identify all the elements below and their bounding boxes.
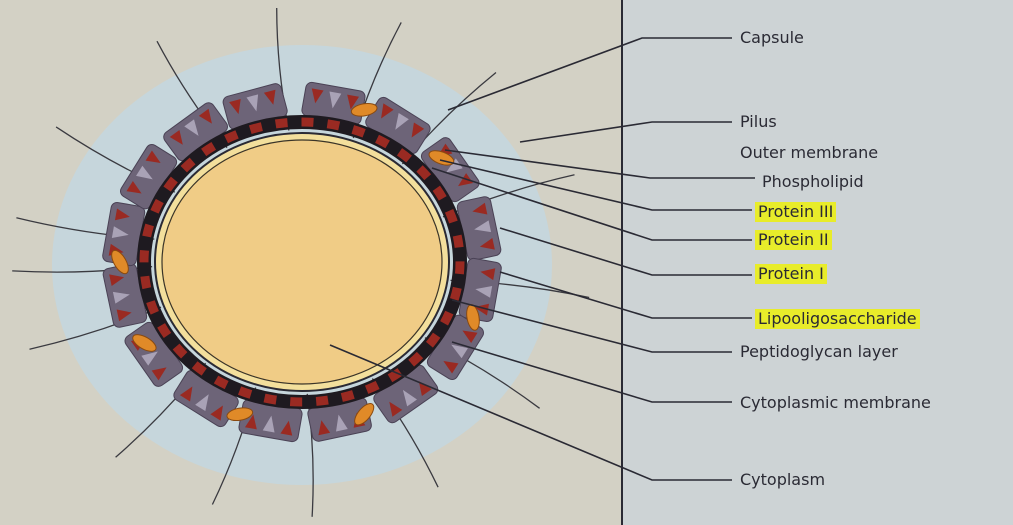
label-lipooligosaccharide: Lipooligosaccharide	[755, 309, 920, 329]
label-phospholipid: Phospholipid	[762, 172, 864, 191]
outer-membrane-protein-2	[365, 96, 431, 154]
pilus-base-4	[226, 407, 254, 422]
outer-membrane-protein-4	[456, 196, 502, 261]
pilus-7	[29, 306, 162, 350]
pilus-base-5	[132, 334, 157, 352]
leader-cytoplasmic-membrane	[451, 341, 732, 403]
leader-protein-ii	[431, 167, 752, 241]
phospholipid-ring	[139, 117, 465, 407]
leader-lipooligosaccharide	[499, 271, 752, 319]
outer-membrane-protein-15	[163, 102, 228, 162]
outer-membrane-protein-10	[173, 370, 239, 428]
label-protein-iii: Protein III	[755, 202, 837, 222]
leader-pilus	[519, 121, 732, 143]
cytoplasmic-membrane	[161, 139, 443, 385]
label-protein-ii: Protein II	[755, 230, 832, 250]
label-panel-background	[622, 0, 1013, 525]
outer-membrane-protein-9	[238, 399, 303, 443]
pilus-base-6	[111, 249, 129, 275]
leader-cytoplasm	[329, 344, 732, 481]
label-cytoplasmic-membrane: Cytoplasmic membrane	[740, 393, 931, 412]
label-cytoplasm: Cytoplasm	[740, 470, 826, 489]
label-protein-i: Protein I	[755, 264, 827, 284]
leader-protein-iii	[439, 159, 752, 211]
label-peptidoglycan-layer: Peptidoglycan layer	[740, 342, 898, 361]
leader-capsule	[447, 37, 732, 111]
leader-peptidoglycan	[451, 299, 732, 353]
label-capsule: Capsule	[740, 28, 804, 47]
pilus-base-0	[350, 102, 378, 117]
label-outer-membrane: Outer membrane	[740, 143, 879, 162]
label-pilus: Pilus	[740, 112, 777, 131]
leader-protein-i	[499, 227, 752, 276]
outer-membrane-protein-12	[102, 263, 148, 328]
leader-phospholipid	[444, 149, 755, 179]
outer-membrane-protein-8	[307, 397, 372, 442]
outer-membrane-protein-group	[102, 81, 502, 443]
leader-lines	[329, 37, 755, 481]
pilus-base-group	[111, 102, 480, 426]
pilus-base-3	[354, 403, 375, 426]
